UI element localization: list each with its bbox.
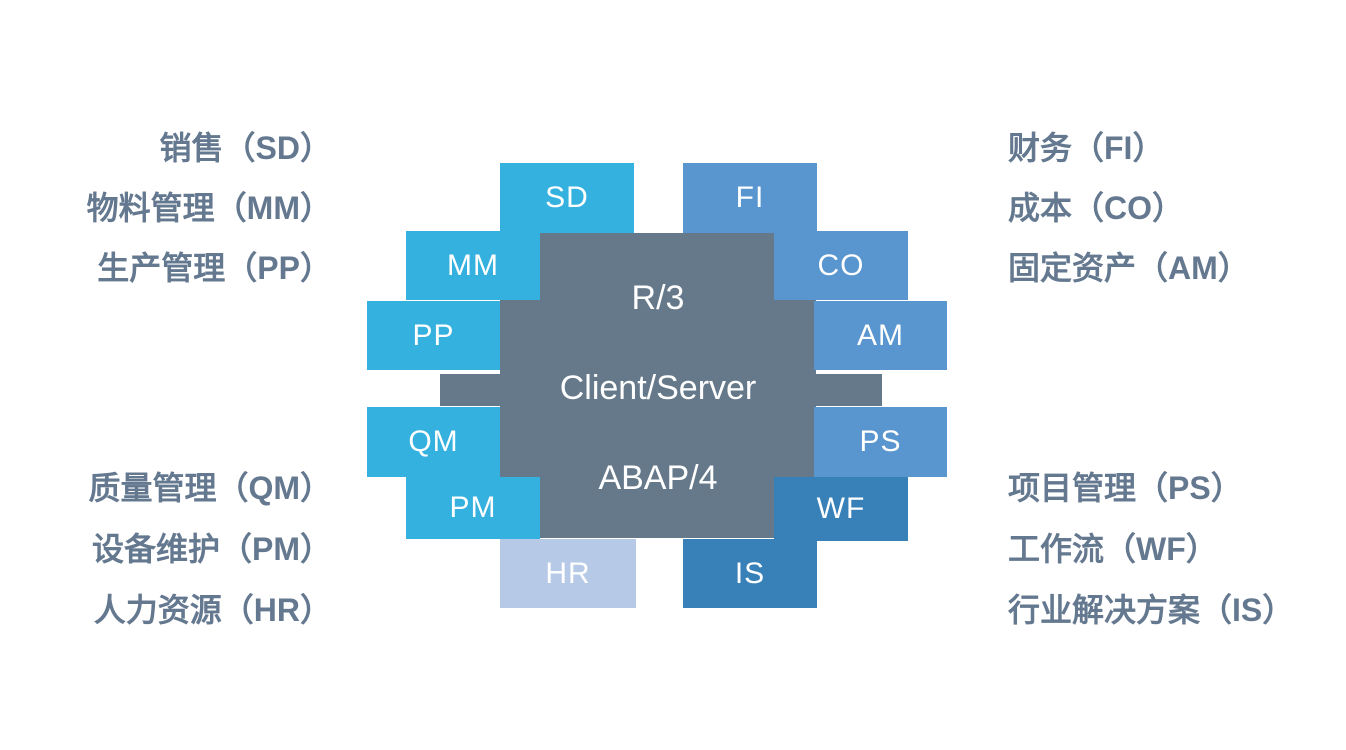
legend-item-is: 行业解决方案（IS）	[1008, 592, 1295, 628]
center-shape-left-arm	[440, 374, 501, 406]
center-shape-bottom	[540, 478, 774, 538]
legend-item-pp: 生产管理（PP）	[97, 250, 332, 286]
module-block-pm: PM	[406, 477, 540, 539]
legend-item-fi: 财务（FI）	[1008, 130, 1165, 166]
center-label-abap4: ABAP/4	[598, 459, 718, 497]
center-label-r3: R/3	[631, 279, 685, 317]
legend-left-top: 销售（SD） 物料管理（MM） 生产管理（PP）	[60, 118, 332, 298]
legend-item-wf: 工作流（WF）	[1008, 531, 1218, 567]
center-shape-top	[540, 233, 774, 301]
module-block-pp: PP	[367, 301, 500, 370]
legend-right-top: 财务（FI） 成本（CO） 固定资产（AM）	[1008, 118, 1340, 298]
legend-item-pm: 设备维护（PM）	[91, 531, 332, 567]
center-shape-right-arm	[815, 374, 882, 406]
module-block-sd: SD	[500, 163, 634, 233]
module-block-qm: QM	[367, 407, 500, 477]
module-block-ps: PS	[814, 407, 947, 477]
legend-right-bottom: 项目管理（PS） 工作流（WF） 行业解决方案（IS）	[1008, 458, 1340, 641]
module-block-is: IS	[683, 539, 817, 608]
module-block-co: CO	[774, 231, 908, 300]
center-label-clientserver: Client/Server	[559, 369, 757, 407]
module-block-mm: MM	[406, 231, 540, 300]
legend-item-ps: 项目管理（PS）	[1008, 470, 1243, 506]
legend-item-am: 固定资产（AM）	[1008, 250, 1250, 286]
module-block-fi: FI	[683, 163, 817, 233]
legend-left-bottom: 质量管理（QM） 设备维护（PM） 人力资源（HR）	[60, 458, 332, 641]
legend-item-qm: 质量管理（QM）	[88, 470, 332, 506]
legend-item-hr: 人力资源（HR）	[93, 592, 332, 628]
legend-item-sd: 销售（SD）	[159, 130, 332, 166]
center-shape-middle	[500, 300, 816, 478]
module-block-am: AM	[814, 301, 947, 370]
legend-item-mm: 物料管理（MM）	[86, 190, 332, 226]
module-block-wf: WF	[774, 477, 908, 541]
module-block-hr: HR	[500, 539, 636, 608]
legend-item-co: 成本（CO）	[1008, 190, 1185, 226]
